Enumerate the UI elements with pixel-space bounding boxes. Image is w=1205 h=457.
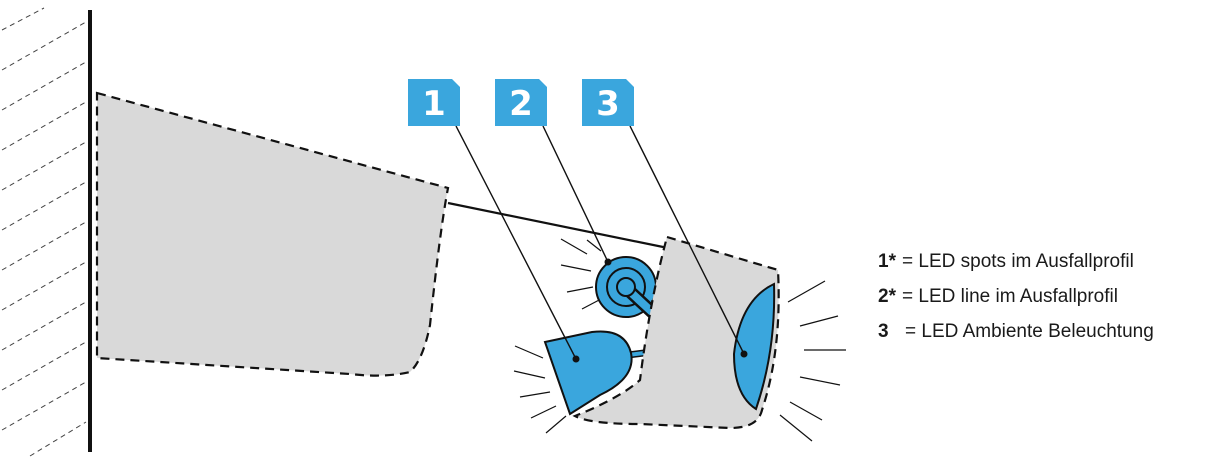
badge-1-number: 1 bbox=[422, 84, 446, 124]
wall bbox=[1, 7, 92, 457]
badge-3: 3 bbox=[582, 79, 634, 126]
leader-dots bbox=[572, 258, 748, 363]
leader-lines bbox=[455, 125, 745, 360]
awning-arm bbox=[447, 201, 669, 250]
legend-key: 1* bbox=[878, 251, 896, 272]
legend-separator: = bbox=[905, 321, 917, 342]
legend-item-2: 2* = LED line im Ausfallprofil bbox=[878, 279, 1154, 314]
badge-2-tag bbox=[495, 79, 547, 126]
legend-text: LED Ambiente Beleuchtung bbox=[921, 321, 1154, 342]
badge-3-number: 3 bbox=[596, 84, 620, 124]
legend-item-1: 1* = LED spots im Ausfallprofil bbox=[878, 244, 1154, 279]
legend-separator: = bbox=[902, 251, 914, 272]
awning-profile-main bbox=[95, 91, 450, 377]
legend-separator: = bbox=[902, 286, 914, 307]
led-line-fixture bbox=[595, 256, 662, 320]
led-ambient-fixture bbox=[732, 282, 776, 411]
rays-led-ambient bbox=[779, 280, 846, 442]
badge-2: 2 bbox=[495, 79, 547, 126]
legend-text: LED line im Ausfallprofil bbox=[918, 286, 1118, 307]
badge-3-tag bbox=[582, 79, 634, 126]
legend-key: 3 bbox=[878, 321, 889, 342]
badge-1: 1 bbox=[408, 79, 460, 126]
awning-profile-front bbox=[572, 235, 780, 430]
legend: 1* = LED spots im Ausfallprofil 2* = LED… bbox=[878, 244, 1154, 349]
legend-key: 2* bbox=[878, 286, 896, 307]
legend-item-3: 3 = LED Ambiente Beleuchtung bbox=[878, 314, 1154, 349]
badge-2-number: 2 bbox=[509, 84, 533, 124]
rays-led-spots bbox=[513, 345, 567, 434]
badge-1-tag bbox=[408, 79, 460, 126]
rays-led-line bbox=[560, 238, 602, 310]
legend-text: LED spots im Ausfallprofil bbox=[918, 251, 1134, 272]
